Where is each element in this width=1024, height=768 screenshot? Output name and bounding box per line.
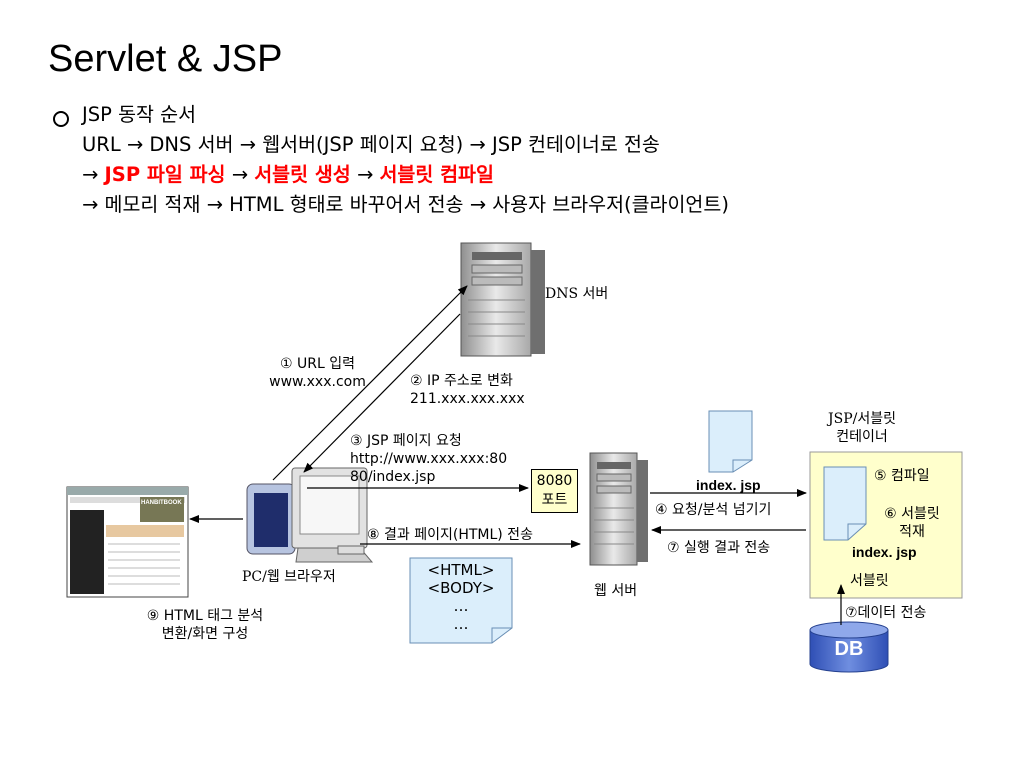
step6-label: ⑥ 서블릿 적재 xyxy=(874,505,950,541)
slide-title: Servlet & JSP xyxy=(48,38,283,80)
container-doc-icon xyxy=(823,466,867,541)
container-title-2: 컨테이너 xyxy=(836,429,888,445)
step4-label: ④ 요청/분석 넘기기 xyxy=(655,502,772,518)
step2-ip: 211.xxx.xxx.xxx xyxy=(410,391,525,407)
step1-label: ① URL 입력 www.xxx.com xyxy=(265,355,370,391)
ellipsis-1: … xyxy=(453,597,469,615)
html-doc-icon xyxy=(409,557,513,644)
web-server-label: 웹 서버 xyxy=(594,583,638,599)
step3-label: ③ JSP 페이지 요청 http://www.xxx.xxx:80 80/in… xyxy=(350,432,507,486)
web-server-icon xyxy=(589,452,648,566)
arrow-text: → xyxy=(356,163,374,186)
dns-server-icon xyxy=(460,242,545,357)
index-jsp-label: index. jsp xyxy=(696,477,761,493)
arrow-text: → xyxy=(231,163,249,186)
db-label: DB xyxy=(834,638,864,660)
bullet-line-3: → JSP 파일 파싱 → 서블릿 생성 → 서블릿 컴파일 xyxy=(82,163,494,187)
pc-icon xyxy=(246,467,374,563)
step7a-label: ⑦ 실행 결과 전송 xyxy=(667,540,771,556)
container-title: JSP/서블릿 컨테이너 xyxy=(812,410,912,446)
arrow-text: → xyxy=(82,163,99,186)
step5-label: ⑤ 컴파일 xyxy=(874,468,930,484)
db-cylinder-icon xyxy=(809,621,889,673)
browser-screenshot xyxy=(66,486,189,598)
ellipsis-2: … xyxy=(453,615,469,633)
bullet-line-4: → 메모리 적재 → HTML 형태로 바꾸어서 전송 → 사용자 브라우저(클… xyxy=(82,193,729,216)
step9-label: ⑨ HTML 태그 분석 변환/화면 구성 xyxy=(125,607,285,643)
step3-text: ③ JSP 페이지 요청 xyxy=(350,433,462,449)
step-jsp-parse: JSP 파일 파싱 xyxy=(104,163,226,186)
step8-label: ⑧ 결과 페이지(HTML) 전송 xyxy=(367,527,533,543)
step-servlet-compile: 서블릿 컴파일 xyxy=(379,163,494,186)
dns-server-label: DNS 서버 xyxy=(545,286,609,302)
step7b-label: ⑦데이터 전송 xyxy=(845,605,927,621)
servlet-label: 서블릿 xyxy=(850,573,889,589)
pc-browser-label: PC/웹 브라우저 xyxy=(242,569,336,585)
bullet-line-2: URL → DNS 서버 → 웹서버(JSP 페이지 요청) → JSP 컨테이… xyxy=(82,133,660,156)
bullet-line-1: JSP 동작 순서 xyxy=(82,103,197,126)
step2-label: ② IP 주소로 변화 211.xxx.xxx.xxx xyxy=(410,372,525,408)
step9-text-2: 변환/화면 구성 xyxy=(161,626,249,642)
html-doc-content: <HTML> <BODY> … … xyxy=(410,561,512,633)
step3-url-1: http://www.xxx.xxx:80 xyxy=(350,451,508,467)
port-label: 포트 xyxy=(541,492,568,508)
body-tag: <BODY> xyxy=(427,579,495,597)
step1-url: www.xxx.com xyxy=(269,374,366,390)
step6-text: ⑥ 서블릿 xyxy=(884,506,940,522)
bullet-circle-icon xyxy=(53,111,69,127)
step9-text: ⑨ HTML 태그 분석 xyxy=(146,608,264,624)
step-servlet-create: 서블릿 생성 xyxy=(254,163,351,186)
step3-url-2: 80/index.jsp xyxy=(350,469,436,485)
html-tag: <HTML> xyxy=(427,561,495,579)
browser-logo: HANBITBOOK xyxy=(141,500,182,506)
container-title-1: JSP/서블릿 xyxy=(828,411,896,427)
index-jsp-doc-icon xyxy=(708,410,753,473)
step2-text: ② IP 주소로 변화 xyxy=(410,373,513,389)
port-8080-box: 8080 포트 xyxy=(531,469,578,513)
step6-text-2: 적재 xyxy=(899,524,925,540)
step1-text: ① URL 입력 xyxy=(280,356,355,372)
index-jsp-inner-label: index. jsp xyxy=(852,544,917,560)
port-number: 8080 xyxy=(536,473,573,489)
